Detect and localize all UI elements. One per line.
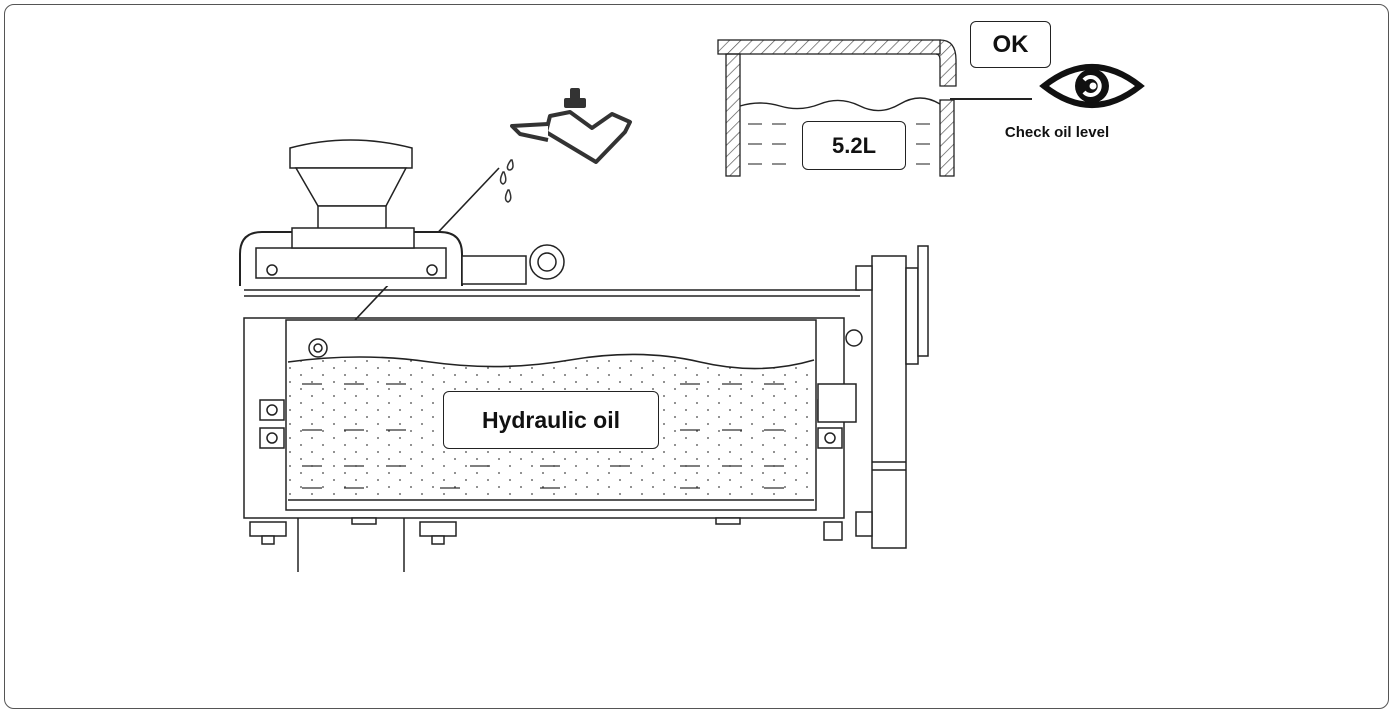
reservoir-top-wall [717, 39, 941, 55]
reservoir-spout [935, 39, 957, 87]
diagram-frame [4, 4, 1389, 709]
lift-body [239, 139, 929, 572]
reservoir-oil-surface [739, 97, 941, 112]
ok-status-label: OK [970, 21, 1051, 68]
reservoir-oil-hatching [748, 123, 930, 165]
hydraulic-oil-label: Hydraulic oil [443, 391, 659, 449]
reservoir-left-wall [725, 53, 741, 177]
eye-icon [1039, 64, 1145, 108]
check-oil-level-text: Check oil level [1004, 124, 1110, 141]
reservoir-detail [717, 39, 1032, 177]
oil-can-icon [510, 88, 632, 164]
oil-volume-label: 5.2L [802, 121, 906, 170]
oil-drop-icon [499, 159, 514, 203]
filler-cap [289, 139, 413, 169]
reservoir-right-wall [939, 99, 955, 177]
